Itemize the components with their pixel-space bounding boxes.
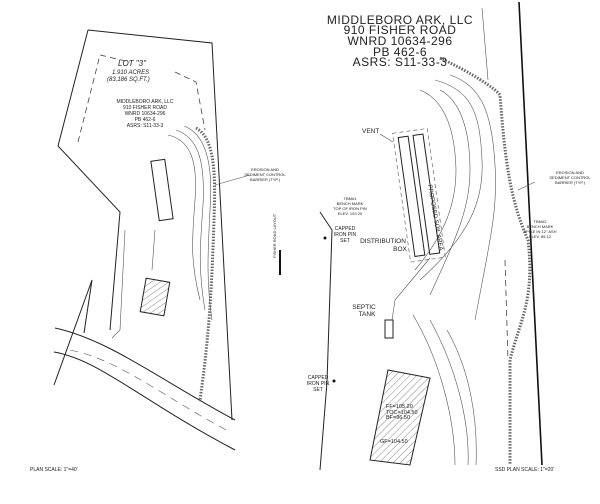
setback-line	[174, 71, 206, 131]
svg-text:910 FISHER ROAD: 910 FISHER ROAD	[123, 105, 167, 111]
road-layout-label: FISHER ROAD LAYOUT	[272, 213, 277, 258]
soil-area-label: PROPOSED SOIL AREA	[426, 184, 444, 251]
svg-text:IRON PIN: IRON PIN	[334, 232, 357, 238]
svg-text:WNRD 10634-296: WNRD 10634-296	[125, 111, 166, 117]
road-center	[69, 349, 231, 433]
svg-text:FF=105.20: FF=105.20	[386, 404, 413, 410]
svg-text:BENCH MARK: BENCH MARK	[337, 201, 364, 206]
left-owner-block: MIDDLEBORO ARK, LLC 910 FISHER ROAD WNRD…	[117, 99, 174, 129]
svg-text:IRON PIN: IRON PIN	[307, 381, 330, 387]
svg-text:SPIKE IN 12" ASH: SPIKE IN 12" ASH	[524, 229, 557, 234]
leaching-field	[392, 128, 446, 263]
bench-mark-1: TBM#1 BENCH MARK TOP OF IRON PIN ELEV. 1…	[333, 196, 367, 216]
septic-tank-label: SEPTIC TANK	[352, 304, 376, 318]
svg-text:MIDDLEBORO ARK, LLC: MIDDLEBORO ARK, LLC	[327, 13, 473, 27]
house-footprint	[369, 369, 431, 466]
svg-text:TANK: TANK	[359, 311, 377, 318]
svg-text:TOP OF IRON PIN: TOP OF IRON PIN	[333, 206, 367, 211]
property-line	[518, 1, 543, 466]
bench-mark-2: TBM#2 BENCH MARK SPIKE IN 12" ASH ELEV. …	[524, 219, 557, 239]
reference-line	[481, 7, 489, 81]
svg-text:SET: SET	[313, 387, 323, 393]
lot-line	[319, 211, 333, 231]
iron-pin	[332, 379, 336, 383]
pipe-line	[151, 229, 156, 271]
right-scale-label: SSD PLAN SCALE: 1"=20'	[495, 467, 554, 473]
svg-text:ELEV. 85.12: ELEV. 85.12	[529, 234, 552, 239]
svg-text:CAPPED: CAPPED	[308, 375, 329, 381]
vent-label: VENT	[362, 128, 379, 135]
svg-text:BARRIER (TYP.): BARRIER (TYP.)	[555, 180, 586, 185]
svg-text:910 FISHER ROAD: 910 FISHER ROAD	[344, 23, 457, 37]
fisher-road-edge	[53, 351, 236, 451]
svg-text:CAPPED: CAPPED	[335, 226, 356, 232]
svg-text:SEDIMENT CONTROL: SEDIMENT CONTROL	[244, 172, 286, 177]
svg-text:PB 462-6: PB 462-6	[135, 117, 156, 123]
lot-label: LOT "3"	[118, 59, 147, 68]
svg-text:ASRS: S11-33-3: ASRS: S11-33-3	[353, 55, 448, 69]
capped-pin-label-2: CAPPED IRON PIN SET	[307, 375, 330, 393]
svg-text:TBM#1: TBM#1	[344, 196, 358, 201]
right-plan: MIDDLEBORO ARK, LLC 910 FISHER ROAD WNRD…	[307, 1, 591, 473]
adjacent-lot-line	[111, 229, 126, 339]
capped-pin-label-1: CAPPED IRON PIN SET	[334, 226, 357, 244]
erosion-barrier	[439, 56, 532, 465]
lot-area-sqft: (83,186 SQ.FT.)	[107, 77, 150, 83]
lot-area-acres: 1.910 ACRES	[112, 70, 149, 76]
contours	[412, 74, 509, 466]
left-plan: LOT "3" 1.910 ACRES (83,186 SQ.FT.) MIDD…	[30, 29, 286, 473]
left-scale-label: PLAN SCALE: 1"=40'	[30, 467, 78, 473]
elevation-labels: FF=105.20 TOC=104.50 BF=96.50 GF=104.50	[380, 404, 418, 445]
lot-boundary-side	[53, 279, 93, 386]
svg-text:WNRD 10634-296: WNRD 10634-296	[347, 34, 452, 48]
lot-line	[319, 229, 333, 471]
svg-text:DISTRIBUTION: DISTRIBUTION	[360, 238, 406, 245]
svg-text:SEPTIC: SEPTIC	[352, 304, 376, 311]
svg-text:EROSION AND: EROSION AND	[251, 167, 279, 172]
svg-text:BARRIER (TYP.): BARRIER (TYP.)	[250, 177, 281, 182]
septic-tank	[384, 319, 394, 339]
svg-text:GF=104.50: GF=104.50	[380, 439, 408, 445]
contours	[167, 125, 217, 401]
svg-text:BF=96.50: BF=96.50	[386, 415, 410, 421]
lot-boundary-top	[87, 29, 233, 421]
svg-text:TOC=104.50: TOC=104.50	[386, 410, 418, 416]
distribution-box-label: DISTRIBUTION BOX	[360, 238, 407, 253]
left-erosion-label: EROSION AND SEDIMENT CONTROL BARRIER (TY…	[214, 167, 286, 186]
svg-text:SET: SET	[340, 238, 350, 244]
leaching-field	[150, 158, 174, 222]
svg-text:BENCH MARK: BENCH MARK	[527, 224, 554, 229]
lot-boundary	[57, 29, 121, 331]
svg-text:TBM#2: TBM#2	[534, 219, 548, 224]
svg-text:ASRS: S11-33-3: ASRS: S11-33-3	[127, 123, 164, 129]
pipe-line	[391, 257, 431, 321]
svg-text:MIDDLEBORO ARK, LLC: MIDDLEBORO ARK, LLC	[117, 99, 174, 105]
setback-line	[77, 54, 131, 143]
svg-text:BOX: BOX	[393, 246, 407, 253]
fisher-road-edge	[54, 327, 236, 421]
svg-text:ELEV. 103.20: ELEV. 103.20	[338, 211, 363, 216]
svg-text:EROSION AND: EROSION AND	[556, 170, 584, 175]
svg-text:SEDIMENT CONTROL: SEDIMENT CONTROL	[549, 175, 591, 180]
svg-text:PB 462-6: PB 462-6	[373, 45, 427, 59]
iron-pin	[323, 236, 327, 240]
right-owner-block: MIDDLEBORO ARK, LLC 910 FISHER ROAD WNRD…	[327, 13, 473, 69]
house-footprint	[139, 277, 171, 317]
right-erosion-label: EROSION AND SEDIMENT CONTROL BARRIER (TY…	[517, 170, 591, 191]
